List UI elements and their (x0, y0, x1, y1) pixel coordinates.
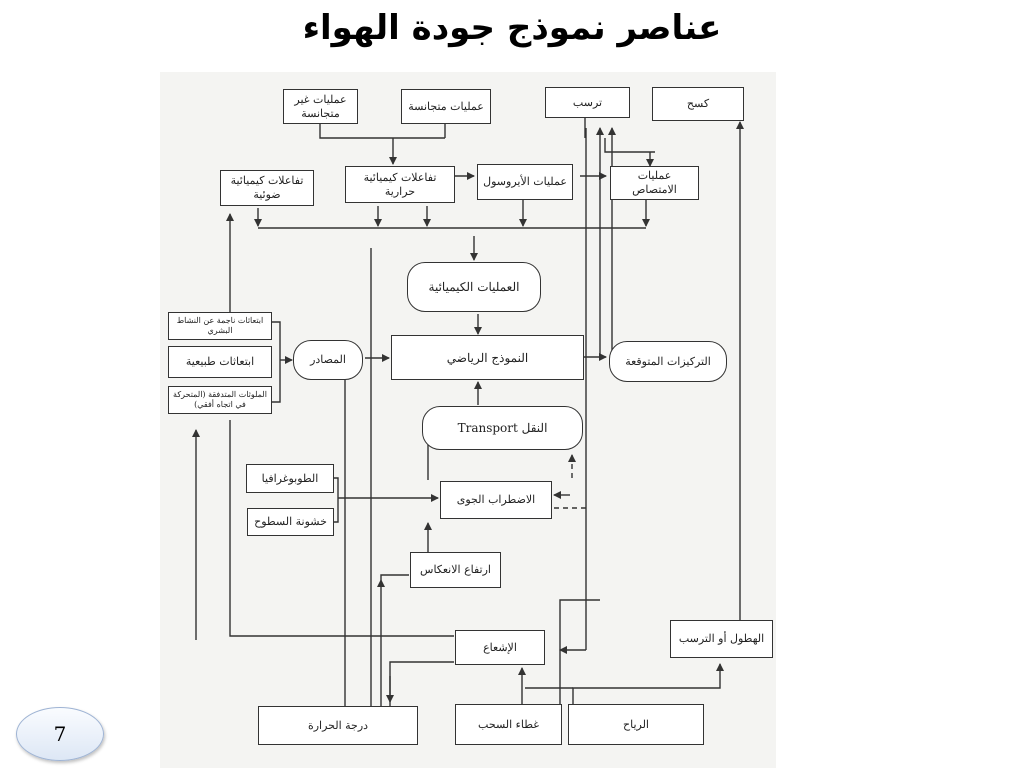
surface-roughness-box: خشونة السطوح (247, 508, 334, 536)
advected-pollutants-box: الملوثات المتدفقة (المتحركة في اتجاه أفق… (168, 386, 272, 414)
topography-box: الطوبوغرافيا (246, 464, 334, 493)
radiation-box: الإشعاع (455, 630, 545, 665)
temperature-box: درجة الحرارة (258, 706, 418, 745)
transport-box: النقل Transport (422, 406, 583, 450)
page-number-badge: 7 (16, 707, 104, 761)
slide-title: عناصر نموذج جودة الهواء (302, 8, 722, 48)
thermal-reactions-box: تفاعلات كيميائية حرارية (345, 166, 455, 203)
scavenging-box: كسح (652, 87, 744, 121)
photochemical-reactions-box: تفاعلات كيميائية ضوئية (220, 170, 314, 206)
winds-box: الرياح (568, 704, 704, 745)
precipitation-box: الهطول أو الترسب (670, 620, 773, 658)
natural-emissions-box: ابتعاثات طبيعية (168, 346, 272, 378)
chemical-processes-box: العمليات الكيميائية (407, 262, 541, 312)
mathematical-model-box: النموذج الرياضي (391, 335, 584, 380)
atmospheric-turbulence-box: الاضطراب الجوى (440, 481, 552, 519)
heterogeneous-processes-box: عمليات غير متجانسة (283, 89, 358, 124)
cloud-cover-box: غطاء السحب (455, 704, 562, 745)
anthropogenic-emissions-box: ابتعاثات ناجمة عن النشاط البشري (168, 312, 272, 340)
deposition-box: ترسب (545, 87, 630, 118)
aerosol-processes-box: عمليات الأيروسول (477, 164, 573, 200)
homogeneous-processes-box: عمليات متجانسة (401, 89, 491, 124)
sources-box: المصادر (293, 340, 363, 380)
inversion-height-box: ارتفاع الانعكاس (410, 552, 501, 588)
predicted-concentrations-box: التركيزات المتوقعة (609, 341, 727, 382)
absorption-processes-box: عمليات الامتصاص (610, 166, 699, 200)
